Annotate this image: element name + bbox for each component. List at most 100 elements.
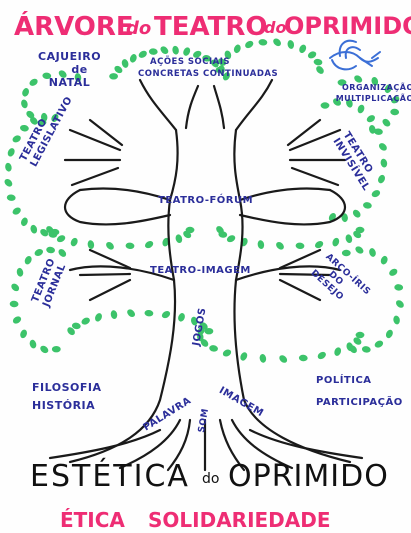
leaf: [272, 37, 283, 48]
dove-icon: [330, 41, 380, 70]
leaf: [316, 350, 327, 360]
leaf: [30, 224, 39, 234]
leaf: [11, 206, 22, 216]
leaf: [144, 240, 155, 250]
leaf: [287, 40, 295, 50]
roots-do: do: [202, 472, 219, 486]
title-teatro: TEATRO: [154, 14, 267, 40]
leaf: [342, 250, 351, 256]
leaf: [381, 117, 392, 128]
roots-estetica: ESTÉTICA: [30, 462, 190, 492]
leaf: [175, 234, 184, 244]
leaf: [20, 217, 29, 228]
leaf: [10, 282, 21, 293]
leaf: [52, 346, 61, 352]
leaf: [363, 201, 373, 209]
leaf: [307, 50, 318, 60]
title-arvore: ÁRVORE: [14, 14, 134, 40]
leaf: [23, 255, 33, 266]
leaf: [57, 248, 68, 259]
leaf: [354, 245, 365, 255]
label-historia: HISTÓRIA: [32, 400, 95, 411]
leaf: [11, 134, 22, 144]
label-organizacao: ORGANIZAÇÃO MULTIPLICAÇÃO: [328, 82, 411, 104]
label-acoes-line2: CONCRETAS CONTINUADAS: [138, 68, 278, 80]
leaf: [351, 208, 362, 219]
label-participacao: PARTICIPAÇÃO: [316, 398, 403, 408]
leaf: [7, 194, 16, 201]
leaf: [295, 242, 304, 249]
leaf: [278, 354, 289, 365]
leaf: [394, 299, 405, 310]
leaf: [121, 58, 130, 68]
footer-etica: ÉTICA: [60, 510, 125, 530]
leaf: [333, 346, 342, 357]
leaf: [20, 124, 30, 132]
leaf: [21, 87, 30, 98]
leaf: [29, 339, 38, 349]
leaf: [380, 255, 389, 266]
leaf: [19, 329, 28, 340]
leaf: [299, 354, 308, 361]
label-filosofia: FILOSOFIA: [32, 382, 101, 393]
label-cajueiro: CAJUEIRO de NATAL: [38, 50, 101, 89]
leaf: [4, 162, 12, 172]
roots-oprimido: OPRIMIDO: [228, 462, 389, 492]
leaf: [209, 344, 219, 352]
leaf: [110, 310, 118, 320]
leaf: [377, 142, 388, 153]
leaf: [144, 310, 153, 317]
label-politica: POLÍTICA: [316, 376, 372, 386]
leaf: [313, 58, 323, 66]
leaf: [393, 315, 401, 325]
footer-solidariedade: SOLIDARIEDADE: [148, 510, 331, 530]
leaf: [371, 189, 382, 199]
leaf: [374, 339, 385, 349]
leaf: [345, 234, 354, 244]
leaf: [80, 316, 91, 326]
title-do-1: do: [126, 20, 151, 38]
leaf: [356, 332, 365, 338]
leaf: [46, 246, 56, 254]
leaf: [226, 234, 237, 244]
leaf: [298, 43, 308, 54]
leaf: [365, 114, 376, 124]
leaf: [125, 242, 134, 249]
leaf: [394, 284, 403, 291]
label-teatro-imagem: TEATRO-IMAGEM: [150, 266, 251, 276]
leaf: [109, 73, 118, 79]
leaf: [257, 240, 265, 250]
leaf: [314, 240, 325, 250]
leaf: [368, 247, 377, 257]
leaf: [390, 108, 399, 115]
leaf: [9, 300, 18, 307]
label-acoes-sociais: AÇÕES SOCIAIS CONCRETAS CONTINUADAS: [138, 56, 278, 80]
label-organizacao-line1: ORGANIZAÇÃO: [342, 82, 411, 93]
leaf: [69, 237, 79, 248]
leaf: [39, 344, 50, 354]
leaf: [380, 158, 388, 168]
leaf: [87, 240, 95, 250]
leaf: [222, 348, 233, 358]
leaf: [161, 310, 172, 320]
title-oprimido: OPRIMIDO: [284, 14, 411, 38]
leaf: [126, 308, 137, 319]
label-cajueiro-line3: NATAL: [38, 76, 101, 89]
leaf: [129, 53, 138, 64]
leaf: [12, 315, 23, 325]
leaf: [385, 329, 395, 340]
leaf: [56, 234, 67, 244]
leaf: [33, 248, 44, 258]
leaf: [177, 312, 186, 323]
leaf: [361, 345, 371, 353]
leaf: [3, 177, 14, 188]
leaf: [356, 104, 365, 115]
label-teatro-forum: TEATRO-FÓRUM: [158, 196, 253, 206]
leaf: [94, 312, 104, 323]
leaf: [113, 64, 124, 74]
label-organizacao-line2: MULTIPLICAÇÃO: [328, 93, 411, 104]
leaf: [275, 240, 286, 251]
leaf: [172, 45, 180, 55]
leaf: [20, 99, 29, 109]
